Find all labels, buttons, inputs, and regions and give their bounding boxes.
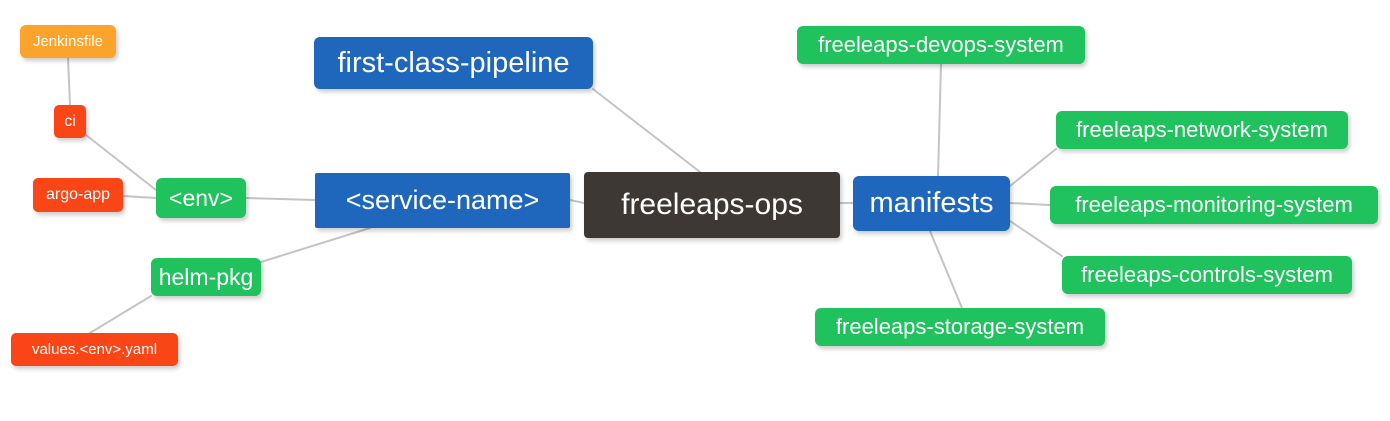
edge-env-to-service-name xyxy=(245,197,316,201)
mindmap-node-label: ci xyxy=(64,112,76,130)
mindmap-node-network-system[interactable]: freeleaps-network-system xyxy=(1056,111,1348,149)
edge-service-name-to-root xyxy=(569,199,585,204)
edge-argo-app-to-env xyxy=(122,195,157,199)
mindmap-node-label: freeleaps-monitoring-system xyxy=(1075,192,1353,217)
mindmap-node-manifests[interactable]: manifests xyxy=(853,176,1010,231)
mindmap-node-label: <service-name> xyxy=(345,185,540,215)
edge-helm-pkg-to-values-yaml xyxy=(89,295,152,334)
mindmap-node-argo-app[interactable]: argo-app xyxy=(33,178,123,212)
mindmap-node-jenkinsfile[interactable]: Jenkinsfile xyxy=(20,25,116,58)
edge-first-class-pipeline-to-root xyxy=(592,88,701,173)
mindmap-node-label: <env> xyxy=(169,184,233,211)
edge-manifests-to-storage-system xyxy=(929,230,963,309)
mindmap-node-label: helm-pkg xyxy=(158,263,254,290)
mindmap-node-env[interactable]: <env> xyxy=(156,178,246,218)
mindmap-node-storage-system[interactable]: freeleaps-storage-system xyxy=(815,308,1105,346)
mindmap-node-root[interactable]: freeleaps-ops xyxy=(584,172,840,238)
edge-manifests-to-controls-system xyxy=(1009,220,1063,257)
edge-jenkinsfile-to-ci xyxy=(67,57,71,106)
mindmap-node-label: Jenkinsfile xyxy=(32,33,104,50)
mindmap-node-label: freeleaps-network-system xyxy=(1076,117,1328,142)
mindmap-node-label: freeleaps-storage-system xyxy=(835,314,1085,339)
edge-manifests-to-devops-system xyxy=(937,63,942,177)
mindmap-node-monitoring-system[interactable]: freeleaps-monitoring-system xyxy=(1050,186,1378,224)
mindmap-node-ci[interactable]: ci xyxy=(54,105,86,138)
mindmap-node-helm-pkg[interactable]: helm-pkg xyxy=(151,258,261,296)
mindmap-node-label: freeleaps-devops-system xyxy=(818,32,1064,57)
mindmap-node-label: first-class-pipeline xyxy=(337,46,570,79)
mindmap-node-label: values.<env>.yaml xyxy=(31,341,158,358)
edge-manifests-to-monitoring-system xyxy=(1009,202,1051,206)
mindmap-node-label: argo-app xyxy=(45,186,111,203)
mindmap-node-label: manifests xyxy=(869,187,994,219)
edge-service-name-to-helm-pkg xyxy=(260,227,371,263)
mindmap-node-devops-system[interactable]: freeleaps-devops-system xyxy=(797,26,1085,64)
mindmap-node-controls-system[interactable]: freeleaps-controls-system xyxy=(1062,256,1352,294)
mindmap-node-values-yaml[interactable]: values.<env>.yaml xyxy=(11,333,178,366)
edge-manifests-to-network-system xyxy=(1009,148,1057,187)
mindmap-node-label: freeleaps-ops xyxy=(621,188,803,221)
mindmap-node-first-class-pipeline[interactable]: first-class-pipeline xyxy=(314,37,593,89)
mindmap-node-service-name[interactable]: <service-name> xyxy=(315,173,570,228)
mindmap-node-label: freeleaps-controls-system xyxy=(1081,262,1333,287)
